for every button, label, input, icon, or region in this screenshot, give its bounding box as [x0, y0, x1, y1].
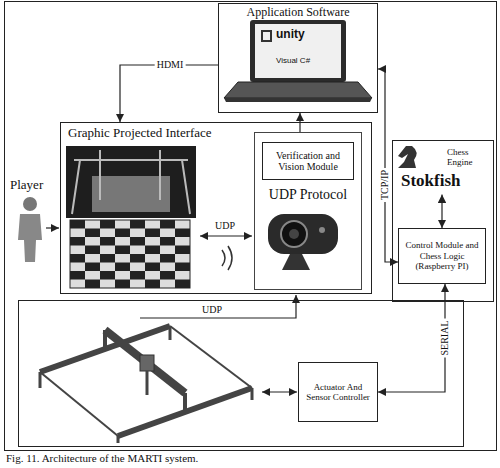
controller-box: Actuator And Sensor Controller — [298, 362, 378, 422]
gantry-robot-illustration — [170, 326, 252, 388]
module-box: Verification and Vision Module — [262, 142, 354, 180]
camera-illustration — [268, 214, 338, 254]
connector-arrow — [441, 195, 442, 228]
udp-wire — [140, 295, 296, 318]
laptop-illustration — [224, 20, 372, 102]
projected-board-photo — [92, 176, 170, 212]
gantry-robot-illustration — [40, 326, 252, 443]
laptop-illustration — [250, 20, 346, 82]
laptop-illustration — [262, 31, 271, 41]
projected-board-photo — [66, 146, 196, 218]
udp-wire — [140, 295, 296, 318]
projected-board-photo — [72, 150, 190, 214]
camera-illustration — [282, 254, 310, 270]
hardware-panel — [19, 301, 464, 447]
gantry-robot-illustration — [40, 326, 252, 443]
gantry-robot-illustration — [105, 330, 185, 412]
udp-link-arrow — [222, 250, 225, 266]
connector-arrow — [378, 69, 398, 262]
signal-label: UDP — [213, 220, 237, 232]
connector-label: HDMI — [155, 59, 186, 71]
box-title: Verification and Vision Module — [266, 150, 350, 173]
gantry-robot-illustration — [146, 371, 149, 395]
connector-label: SERIAL — [439, 319, 451, 358]
box-title: UDP Protocol — [255, 187, 361, 203]
connector-arrow — [378, 284, 445, 392]
figure-caption: Fig. 11. Architecture of the MARTI syste… — [6, 452, 198, 465]
gantry-robot-illustration — [140, 355, 154, 371]
logo-text: Visual C# — [276, 56, 310, 65]
logo-text: unity — [276, 28, 305, 42]
box-title: Control Module and Chess Logic (Raspberr… — [402, 240, 482, 271]
projected-board-photo — [70, 220, 190, 288]
udp-link-arrow — [200, 235, 252, 236]
camera-illustration — [281, 221, 307, 247]
box-title: Graphic Projected Interface — [68, 126, 371, 141]
box-title: Application Software — [223, 6, 373, 20]
player-figure — [46, 227, 59, 228]
camera-illustration — [319, 227, 325, 233]
actuator-link-arrow — [262, 392, 297, 393]
projected-board-photo — [66, 146, 196, 288]
box-subtitle: Chess Engine — [447, 147, 487, 168]
engine-box: Stokfish Chess EngineControl Module and C… — [392, 140, 494, 302]
actuator-link-arrow — [262, 391, 297, 392]
camera-illustration — [289, 229, 299, 239]
udp-link-arrow — [200, 236, 252, 270]
box-title: Actuator And Sensor Controller — [302, 382, 374, 403]
interface-box: Graphic Projected InterfaceUDP Protocol V… — [60, 122, 372, 294]
vision-group-box: UDP Protocol Verification and Vision Modu… — [254, 132, 362, 290]
gantry-robot-illustration — [105, 330, 185, 393]
connector-label: TCP/IP — [379, 168, 391, 202]
box-title: Stokfish — [401, 171, 493, 191]
signal-label: UDP — [200, 304, 224, 316]
gantry-robot-illustration — [40, 372, 118, 436]
logic-box: Control Module and Chess Logic (Raspberr… — [398, 228, 486, 284]
player-figure — [23, 197, 37, 211]
actor-label: Player — [10, 178, 43, 193]
laptop-illustration — [255, 24, 341, 78]
laptop-illustration — [224, 98, 372, 102]
outer-frame — [5, 2, 497, 451]
connector-arrow — [120, 65, 218, 122]
udp-link-arrow — [228, 246, 232, 270]
laptop-illustration — [224, 82, 372, 98]
player-figure — [18, 214, 42, 262]
chess-knight-icon — [398, 146, 417, 168]
player-figure — [18, 197, 59, 262]
camera-illustration — [268, 214, 338, 270]
chess-knight-icon — [398, 146, 417, 168]
